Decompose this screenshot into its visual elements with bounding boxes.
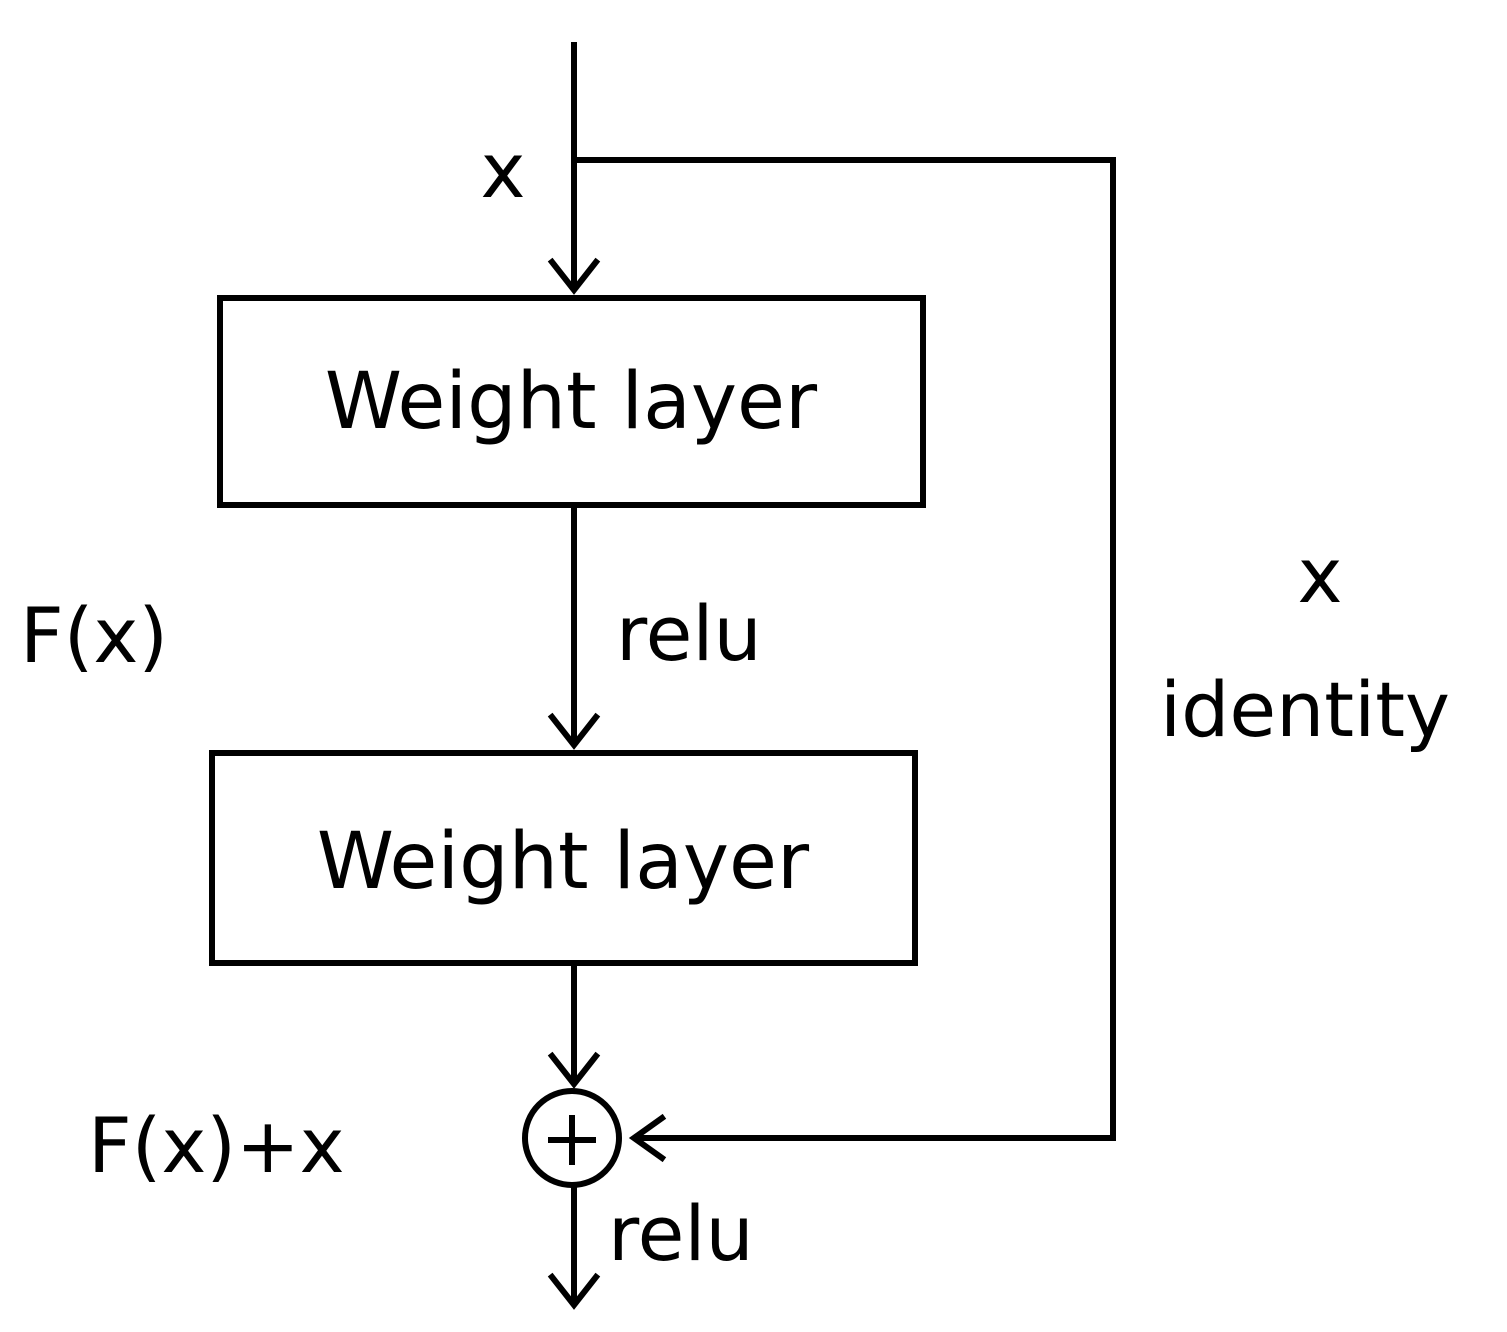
activation-mid-label: relu <box>616 589 762 678</box>
input-label: x <box>481 126 526 215</box>
activation-out-label: relu <box>608 1189 754 1278</box>
input-arrowhead <box>547 257 601 295</box>
shortcut-wire <box>574 157 1116 1141</box>
sum-label: F(x)+x <box>88 1101 345 1190</box>
shortcut-arrowhead <box>628 1113 667 1163</box>
residual-function-label: F(x) <box>20 591 168 680</box>
sum-input-arrowhead <box>547 1051 601 1089</box>
mid-arrowhead <box>547 712 601 750</box>
shortcut-var-label: x <box>1298 531 1343 620</box>
weight-layer-2 <box>209 750 918 966</box>
weight-layer-1 <box>217 295 926 508</box>
weight-layer-2-label: Weight layer <box>317 817 810 907</box>
output-arrowhead <box>547 1272 601 1310</box>
shortcut-type-label: identity <box>1160 665 1450 754</box>
weight-layer-1-label: Weight layer <box>325 357 818 447</box>
